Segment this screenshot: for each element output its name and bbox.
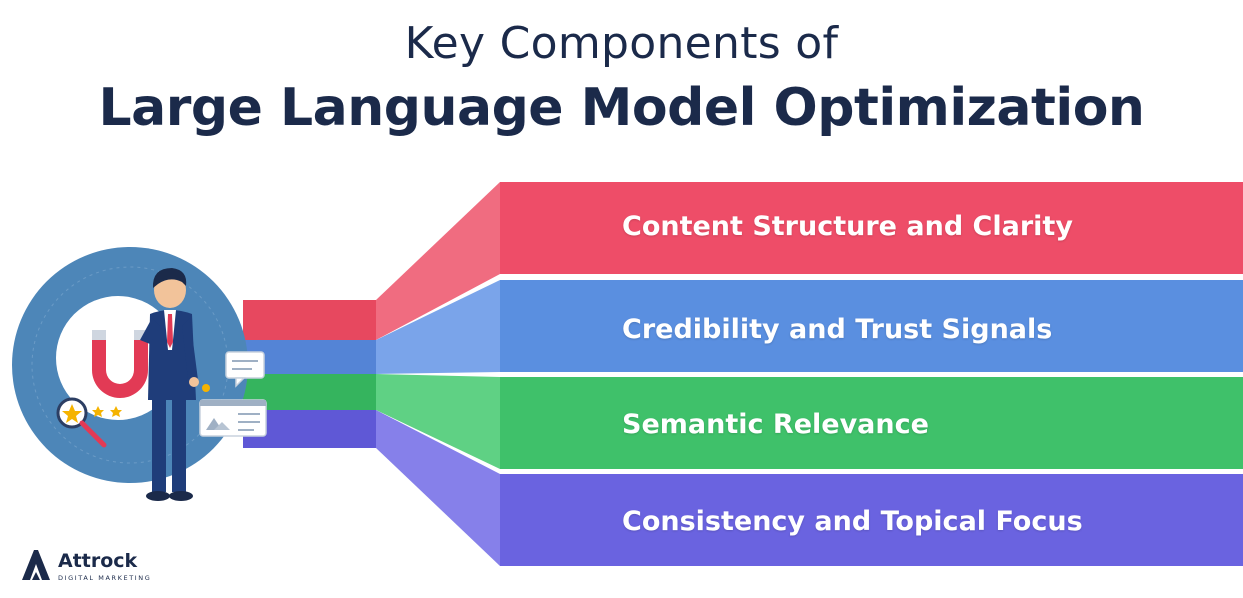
businessman-illustration xyxy=(12,247,267,501)
component-label-3: Semantic Relevance xyxy=(622,409,929,440)
magnet-icon xyxy=(92,330,148,398)
businessman-figure xyxy=(140,268,199,501)
band-green-taper xyxy=(376,374,500,469)
image-card-icon xyxy=(199,384,267,437)
attrock-logo-icon xyxy=(22,550,50,580)
band-red-taper xyxy=(376,182,500,340)
band-purple-narrow xyxy=(243,410,376,448)
magnifier-icon xyxy=(56,397,107,448)
band-purple-wide xyxy=(500,474,1243,566)
component-label-4: Consistency and Topical Focus xyxy=(622,506,1083,537)
title-line-2: Large Language Model Optimization xyxy=(98,78,1145,138)
band-blue-narrow xyxy=(243,340,376,374)
band-green-narrow xyxy=(243,374,376,410)
band-blue-taper xyxy=(376,280,500,374)
band-purple-taper xyxy=(376,410,500,566)
component-label-2: Credibility and Trust Signals xyxy=(622,314,1053,345)
logo-name: Attrock xyxy=(58,550,138,572)
band-red-narrow xyxy=(243,300,376,340)
star-icon xyxy=(62,404,122,423)
title-line-1: Key Components of xyxy=(404,18,839,69)
band-green-wide xyxy=(500,377,1243,469)
band-red-wide xyxy=(500,182,1243,274)
component-label-1: Content Structure and Clarity xyxy=(622,211,1073,242)
chat-bubble-icon xyxy=(225,351,265,388)
band-blue-wide xyxy=(500,280,1243,372)
logo-tagline: DIGITAL MARKETING xyxy=(58,574,152,582)
